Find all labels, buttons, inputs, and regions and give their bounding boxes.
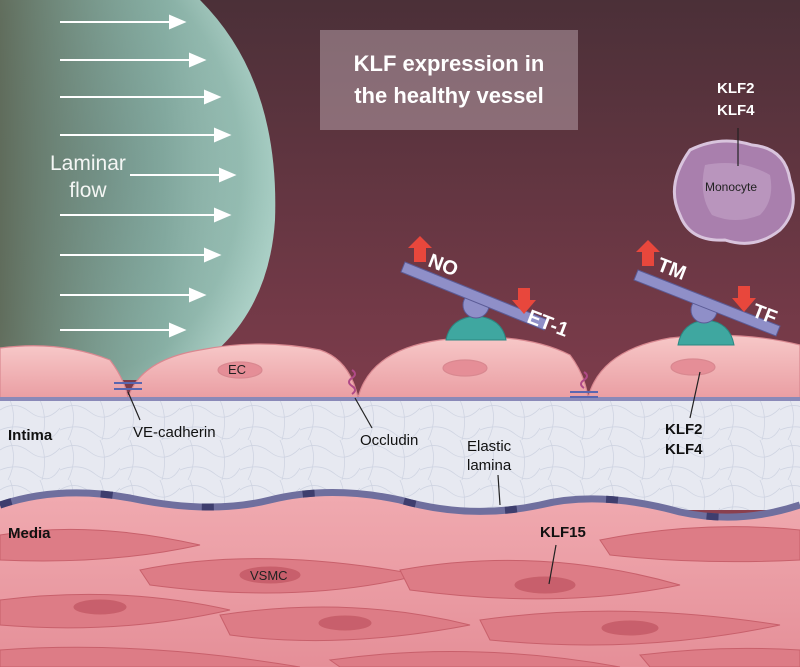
arrow-down-et1 [512, 288, 536, 314]
vsmc-klf-leader [548, 544, 557, 585]
endothelial-cells [0, 334, 800, 399]
ec-klf-leader [689, 371, 701, 419]
arrow-up-no [408, 236, 432, 262]
occludin-leader [354, 397, 373, 429]
ec-label: EC [228, 362, 247, 377]
ve-cadherin-leader [127, 391, 141, 421]
elastic-lamina [0, 489, 800, 521]
ve-cadherin-label: VE-cadherin [133, 424, 216, 441]
occludin-label: Occludin [360, 432, 419, 449]
monocyte-klf-label: KLF2 KLF4 [717, 80, 755, 119]
laminar-flow-bubble [0, 0, 276, 380]
ve-cadherin-junction [114, 382, 142, 390]
laminar-flow-label: Laminar flow [50, 152, 126, 202]
title-line-1: KLF expression in [353, 51, 545, 76]
junction-right [570, 371, 598, 398]
elastic-lamina-leader [497, 474, 501, 506]
monocyte-label: Monocyte [705, 180, 758, 194]
ec-klf-label: KLF2 KLF4 [665, 421, 703, 458]
balance-no-et1 [400, 261, 549, 341]
intima-label: Intima [8, 427, 53, 444]
arrow-up-tm [636, 240, 660, 266]
elastic-lamina-label: Elastic lamina [467, 438, 512, 474]
balance-tm-tf [633, 269, 781, 346]
title-line-2: the healthy vessel [354, 83, 544, 108]
vsmc-cells [0, 526, 800, 667]
occludin-junction [348, 369, 356, 395]
monocyte-cell [672, 128, 795, 245]
media-label: Media [8, 525, 51, 542]
vsmc-label: VSMC [250, 568, 288, 583]
vsmc-klf-label: KLF15 [540, 524, 586, 541]
diagram-title: KLF expression in the healthy vessel [320, 30, 578, 130]
arrow-down-tf [732, 286, 756, 312]
